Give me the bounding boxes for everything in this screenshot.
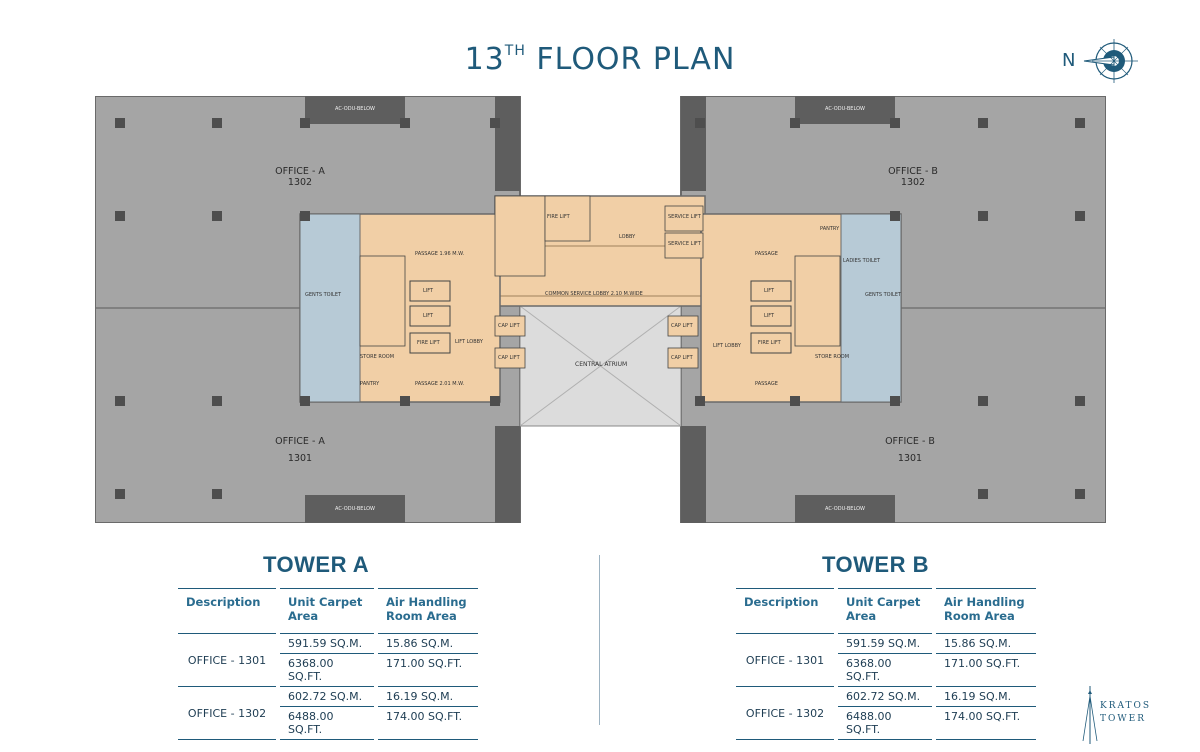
tower-b-col-description: Description [736,588,834,633]
service-lift-label-1: SERVICE LIFT [668,214,701,220]
lift-b2-label: LIFT [764,313,775,319]
compass-icon [1083,39,1138,83]
lift-lobby-a-label: LIFT LOBBY [455,339,483,345]
tower-a-1302-carpet-sqft: 6488.00 SQ.FT. [280,706,374,740]
tower-b-1302-ahr-sqft: 174.00 SQ.FT. [936,706,1036,740]
pantry-b-label: PANTRY [820,226,840,232]
tower-a-1301-ahr-sqm: 15.86 SQ.M. [378,633,478,653]
ac-odu-below-b-top: AC-ODU-BELOW [825,106,865,112]
passage-a-label: PASSAGE 1.96 M.W. [415,251,465,257]
tower-a-toilets [299,213,361,403]
tower-a-1302-ahr-sqm: 16.19 SQ.M. [378,686,478,706]
tower-b-1301-carpet-sqm: 591.59 SQ.M. [838,633,932,653]
floor-plan: AC-ODU-BELOW AC-ODU-BELOW AC-ODU-BELOW A… [95,96,1106,523]
tower-b-1302-carpet-sqm: 602.72 SQ.M. [838,686,932,706]
tower-b-col-carpet: Unit Carpet Area [838,588,932,633]
passage-a2-label: PASSAGE 2.01 M.W. [415,381,465,387]
tower-b-title: TOWER B [822,552,929,577]
tower-a-title: TOWER A [263,552,370,577]
tower-b-1301-ahr-sqm: 15.86 SQ.M. [936,633,1036,653]
gents-toilet-a-label: GENTS TOILET [305,292,342,298]
lift-b1-label: LIFT [764,288,775,294]
pantry-a-label: PANTRY [360,381,380,387]
cap-lift-label-4: CAP LIFT [671,355,693,361]
cap-lift-label-1: CAP LIFT [498,323,520,329]
common-lobby-label: COMMON SERVICE LOBBY 2.10 M.WIDE [545,291,643,297]
ac-odu-below-a-top: AC-ODU-BELOW [335,106,375,112]
kratos-tower-logo: KRATOS TOWER [1080,686,1160,746]
lobby-label: LOBBY [619,234,636,240]
tower-a-1301-carpet-sqm: 591.59 SQ.M. [280,633,374,653]
brand-line-1: KRATOS [1100,701,1152,711]
tower-a-1301-carpet-sqft: 6368.00 SQ.FT. [280,653,374,686]
tower-a-1302-carpet-sqm: 602.72 SQ.M. [280,686,374,706]
tower-a-1301-ahr-sqft: 171.00 SQ.FT. [378,653,478,686]
fire-lift-label: FIRE LIFT [547,214,570,220]
tower-a-row-1301-desc: OFFICE - 1301 [178,633,276,686]
passage-b-label: PASSAGE [755,251,778,257]
store-room-a-label: STORE ROOM [360,354,395,360]
cap-lift-label-2: CAP LIFT [498,355,520,361]
tower-b-1302-carpet-sqft: 6488.00 SQ.FT. [838,706,932,740]
central-atrium-label: CENTRAL ATRIUM [575,361,628,368]
lift-a2-label: LIFT [423,313,434,319]
brand-line-2: TOWER [1100,714,1146,724]
tower-b-toilets [840,213,902,403]
lift-lobby-b-label: LIFT LOBBY [713,343,741,349]
tower-b-row-1301-desc: OFFICE - 1301 [736,633,834,686]
tower-b-col-ahr: Air Handling Room Area [936,588,1036,633]
fire-lift-b-label: FIRE LIFT [758,340,781,346]
fire-lift-a-label: FIRE LIFT [417,340,440,346]
tower-b-row-1302-desc: OFFICE - 1302 [736,686,834,740]
cap-lift-label-3: CAP LIFT [671,323,693,329]
store-room-b-label: STORE ROOM [815,354,850,360]
gents-toilet-b-label: GENTS TOILET [865,292,902,298]
passage-b2-label: PASSAGE [755,381,778,387]
tower-a-col-description: Description [178,588,276,633]
tower-a-col-ahr: Air Handling Room Area [378,588,478,633]
tower-b-1301-carpet-sqft: 6368.00 SQ.FT. [838,653,932,686]
tower-b-area-table: Description Unit Carpet Area Air Handlin… [732,588,1040,740]
lift-a1-label: LIFT [423,288,434,294]
tower-a-1302-ahr-sqft: 174.00 SQ.FT. [378,706,478,740]
tower-a-col-carpet: Unit Carpet Area [280,588,374,633]
service-lift-label-2: SERVICE LIFT [668,241,701,247]
page-title: 13TH FLOOR PLAN [464,42,736,77]
tower-a-row-1302-desc: OFFICE - 1302 [178,686,276,740]
tower-a-area-table: Description Unit Carpet Area Air Handlin… [174,588,482,740]
tower-b-1301-ahr-sqft: 171.00 SQ.FT. [936,653,1036,686]
ac-odu-below-b-bottom: AC-ODU-BELOW [825,506,865,512]
tables-divider [599,555,600,725]
ladies-toilet-b-label: LADIES TOILET [843,258,881,264]
north-label: N [1062,50,1076,71]
ac-odu-below-a-bottom: AC-ODU-BELOW [335,506,375,512]
floor-plan-drawing [95,96,1106,523]
tower-b-1302-ahr-sqm: 16.19 SQ.M. [936,686,1036,706]
tower-logo-icon [1082,686,1098,744]
north-compass: N [1062,36,1162,86]
